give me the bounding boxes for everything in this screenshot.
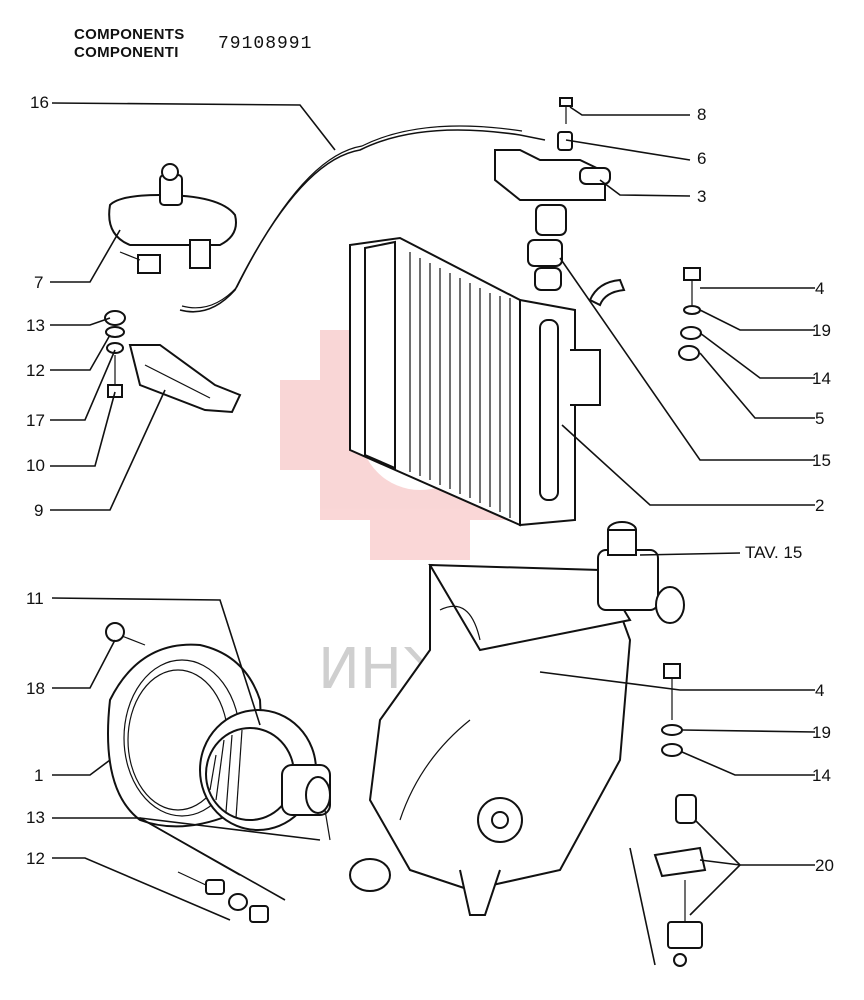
callout-4-lower: 4	[815, 681, 824, 700]
callout-2: 2	[815, 496, 824, 515]
callout-15: 15	[812, 451, 831, 470]
callout-11: 11	[26, 589, 44, 608]
callout-13-lower: 13	[26, 808, 45, 827]
cable-part-16	[179, 129, 546, 313]
callout-6: 6	[697, 149, 706, 168]
blower-motor-part-11	[199, 709, 331, 841]
callout-3: 3	[697, 187, 706, 206]
bolt-part-4-upper	[683, 267, 701, 305]
callout-20: 20	[815, 856, 834, 875]
callout-14-lower: 14	[812, 766, 831, 785]
bolt-part-4-lower	[663, 663, 681, 720]
callout-18: 18	[26, 679, 45, 698]
washer-part-17	[106, 342, 124, 354]
callout-19-lower: 19	[812, 723, 831, 742]
washer-part-12-upper	[105, 326, 125, 338]
catalog-code: 79108991	[218, 34, 313, 54]
leader-lines	[50, 102, 816, 966]
callout-13-upper: 13	[26, 316, 45, 335]
callout-10: 10	[26, 456, 45, 475]
screw-part-8	[559, 97, 573, 124]
callout-tav15: TAV. 15	[745, 543, 802, 562]
callout-12-lower: 12	[26, 849, 45, 868]
heater-housing	[349, 563, 632, 916]
washer-part-19-lower	[661, 724, 683, 736]
bracket-part-9	[128, 344, 242, 414]
bolt-part-10	[107, 355, 123, 398]
lockwasher-part-14-upper	[680, 326, 702, 340]
callout-1: 1	[34, 766, 43, 785]
header-components: COMPONENTS COMPONENTI	[74, 26, 185, 62]
callout-12-upper: 12	[26, 361, 45, 380]
valve-part-3	[494, 149, 611, 291]
switch-part-20	[653, 794, 707, 967]
callout-7: 7	[34, 273, 43, 292]
callout-4-upper: 4	[815, 279, 824, 298]
lockwasher-part-14-lower	[661, 743, 683, 757]
nuts-washers-lower	[177, 871, 269, 923]
water-valve-tav15	[597, 521, 685, 624]
header-line-it: COMPONENTI	[74, 44, 179, 61]
heater-core-part-2	[349, 236, 626, 527]
header-line-en: COMPONENTS	[74, 26, 185, 43]
screw-part-18	[105, 622, 146, 646]
washer-part-19-upper	[683, 305, 701, 315]
control-lever-part-7	[108, 163, 237, 274]
nut-part-13-upper	[104, 310, 126, 326]
callout-9: 9	[34, 501, 43, 520]
callout-16: 16	[30, 93, 49, 112]
callout-14-upper: 14	[812, 369, 831, 388]
nut-part-5	[678, 345, 700, 361]
callout-19-upper: 19	[812, 321, 831, 340]
callout-5: 5	[815, 409, 824, 428]
callout-8: 8	[697, 105, 706, 124]
callout-17: 17	[26, 411, 45, 430]
